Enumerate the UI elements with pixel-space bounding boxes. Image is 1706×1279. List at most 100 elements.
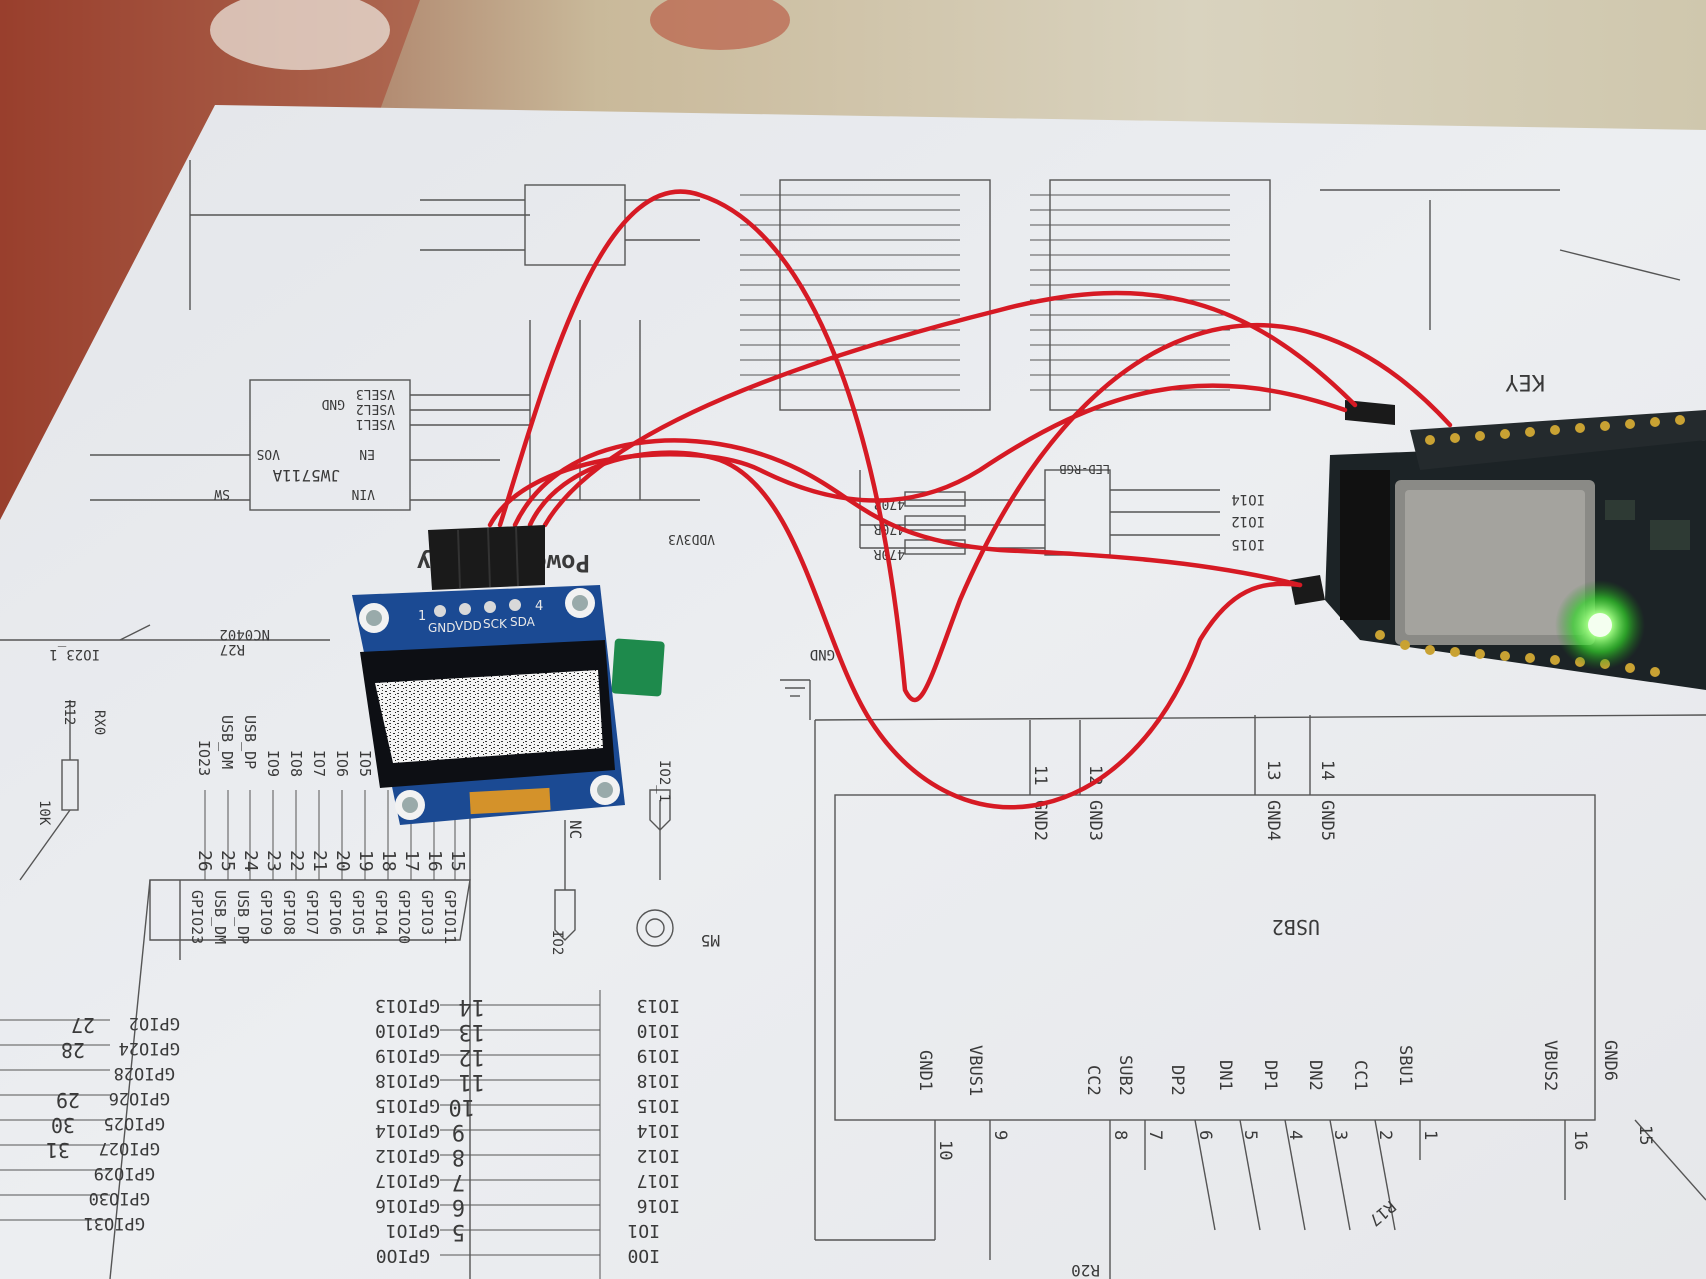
svg-text:24: 24	[240, 850, 261, 872]
oled-pin-sda: SDA	[510, 615, 536, 629]
r12-label: R12	[61, 700, 77, 725]
usb-ref: USB2	[1272, 915, 1320, 939]
regulator-ref: JW5711A	[272, 466, 340, 485]
rx0-label: RX0	[91, 710, 107, 735]
cloth-flower	[650, 0, 790, 50]
svg-text:GND3: GND3	[1085, 800, 1105, 841]
svg-text:SW: SW	[214, 486, 230, 501]
svg-text:25: 25	[217, 850, 238, 872]
svg-text:DP2: DP2	[1167, 1065, 1187, 1096]
svg-text:GND: GND	[321, 396, 345, 411]
svg-text:GND4: GND4	[1263, 800, 1283, 841]
svg-text:GPIO6: GPIO6	[326, 890, 344, 935]
svg-text:12: 12	[459, 1044, 486, 1069]
svg-text:IO1: IO1	[627, 1220, 660, 1241]
svg-text:GND5: GND5	[1317, 800, 1337, 841]
svg-text:GPIO29: GPIO29	[94, 1163, 155, 1183]
svg-text:3: 3	[1330, 1130, 1350, 1140]
svg-text:GPIO14: GPIO14	[375, 1120, 440, 1141]
svg-text:GPIO24: GPIO24	[119, 1038, 180, 1058]
svg-text:GPIO10: GPIO10	[375, 1020, 440, 1041]
svg-text:2: 2	[1375, 1130, 1395, 1140]
svg-text:GPIO1: GPIO1	[386, 1220, 440, 1241]
svg-text:6: 6	[452, 1194, 465, 1219]
nc-label: NC	[566, 820, 585, 839]
svg-text:GND1: GND1	[915, 1050, 935, 1091]
svg-text:GND2: GND2	[1030, 800, 1050, 841]
io23-1-label: IO23_1	[49, 646, 100, 662]
vdd-label: VDD3V3	[668, 531, 715, 546]
oled-pin-4: 4	[535, 599, 543, 614]
svg-text:VOS: VOS	[257, 446, 280, 461]
svg-text:VBUS2: VBUS2	[1540, 1040, 1560, 1091]
svg-text:31: 31	[46, 1138, 70, 1162]
r20-label: R20	[1071, 1261, 1100, 1279]
svg-text:13: 13	[459, 1019, 486, 1044]
svg-text:IO17: IO17	[637, 1170, 680, 1191]
svg-text:18: 18	[378, 850, 399, 872]
svg-text:GPIO27: GPIO27	[99, 1138, 160, 1158]
svg-text:IO8: IO8	[287, 750, 305, 777]
svg-text:IO12: IO12	[1231, 513, 1265, 529]
svg-text:VSEL2: VSEL2	[356, 401, 395, 416]
r27-label: R27	[220, 641, 245, 657]
svg-text:IO15: IO15	[1231, 536, 1265, 552]
svg-text:23: 23	[263, 850, 284, 872]
svg-text:DN2: DN2	[1305, 1060, 1325, 1091]
svg-text:16: 16	[1570, 1130, 1590, 1150]
red-wires	[487, 189, 1453, 810]
nc0402-label: NC0402	[219, 626, 270, 642]
gpio-left-block: GPIO2 GPIO24 GPIO28 GPIO26 GPIO25 GPIO27…	[46, 1013, 180, 1233]
cloth-pattern	[0, 0, 420, 520]
svg-text:16: 16	[424, 850, 445, 872]
oled-screen	[375, 670, 603, 763]
svg-text:IO13: IO13	[637, 995, 680, 1016]
svg-text:GPIO7: GPIO7	[303, 890, 321, 935]
svg-text:IO5: IO5	[356, 750, 374, 777]
svg-text:GPIO30: GPIO30	[89, 1188, 150, 1208]
svg-text:14: 14	[459, 994, 486, 1019]
io2-1-label: IO2_1	[656, 760, 672, 802]
svg-text:CC2: CC2	[1083, 1065, 1103, 1096]
svg-text:13: 13	[1263, 760, 1283, 780]
svg-text:IO14: IO14	[637, 1120, 680, 1141]
svg-text:USB_DP: USB_DP	[234, 890, 252, 944]
svg-text:IO19: IO19	[637, 1045, 680, 1066]
svg-text:VIN: VIN	[352, 486, 375, 501]
svg-text:10: 10	[935, 1140, 955, 1160]
svg-text:IO15: IO15	[637, 1095, 680, 1116]
svg-text:GPIO28: GPIO28	[114, 1063, 175, 1083]
svg-text:VBUS1: VBUS1	[965, 1045, 985, 1096]
svg-text:GPIO11: GPIO11	[441, 890, 459, 944]
svg-text:GPIO18: GPIO18	[375, 1070, 440, 1091]
svg-text:IO7: IO7	[310, 750, 328, 777]
svg-text:USB_DM: USB_DM	[218, 715, 236, 769]
r10k-label: 10K	[36, 800, 52, 826]
svg-text:17: 17	[401, 850, 422, 872]
svg-text:IO0: IO0	[627, 1245, 660, 1266]
svg-text:11: 11	[1030, 765, 1050, 785]
svg-text:EN: EN	[359, 446, 375, 461]
led-ref: LED-RGB	[1059, 462, 1110, 476]
svg-text:SUB2: SUB2	[1115, 1055, 1135, 1096]
svg-text:USB_DM: USB_DM	[211, 890, 229, 944]
svg-text:IO6: IO6	[333, 750, 351, 777]
svg-text:28: 28	[61, 1038, 85, 1062]
svg-text:15: 15	[447, 850, 468, 872]
svg-text:GPIO9: GPIO9	[257, 890, 275, 935]
usb-pin-labels: GND1 VBUS1 CC2 SUB2 DP2 DN1 DP1 DN2 CC1 …	[915, 760, 1655, 1160]
svg-text:GPIO20: GPIO20	[395, 890, 413, 944]
svg-text:GPIO25: GPIO25	[104, 1113, 165, 1133]
svg-text:9: 9	[452, 1119, 465, 1144]
svg-text:11: 11	[459, 1069, 486, 1094]
svg-text:GPIO13: GPIO13	[375, 995, 440, 1016]
svg-text:30: 30	[51, 1113, 75, 1137]
svg-text:IO14: IO14	[1231, 491, 1265, 507]
svg-text:GPIO15: GPIO15	[375, 1095, 440, 1116]
svg-text:USB_DP: USB_DP	[241, 715, 259, 769]
svg-text:VSEL1: VSEL1	[356, 416, 395, 431]
svg-text:GPIO26: GPIO26	[109, 1088, 170, 1108]
svg-text:5: 5	[1240, 1130, 1260, 1140]
svg-text:GPIO23: GPIO23	[188, 890, 206, 944]
svg-text:8: 8	[1110, 1130, 1130, 1140]
